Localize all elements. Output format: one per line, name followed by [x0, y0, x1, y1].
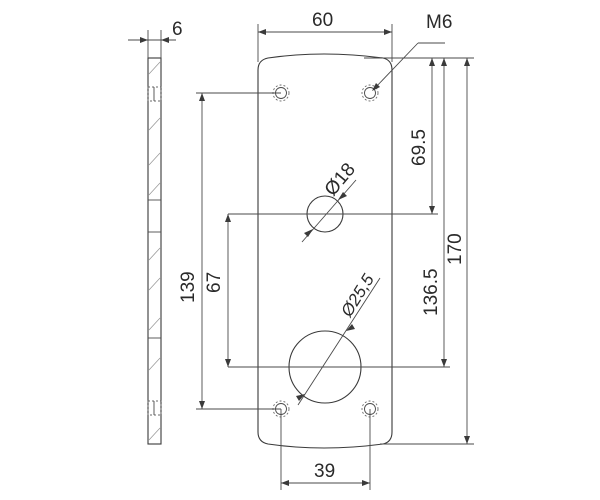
dim-139: 139 — [178, 92, 281, 410]
dim-170: 170 — [380, 57, 474, 445]
front-view — [257, 53, 393, 449]
dim-170-label: 170 — [445, 233, 466, 265]
dim-69-5: 69.5 — [228, 57, 442, 215]
dim-139-label: 139 — [178, 271, 199, 303]
threaded-hole-top-right — [361, 84, 379, 102]
width-label: 60 — [312, 10, 333, 31]
plate-outline — [257, 53, 393, 449]
thickness-label: 6 — [172, 19, 183, 40]
thread-callout: M6 — [372, 12, 452, 91]
dim-69-5-label: 69.5 — [409, 129, 430, 166]
thickness-dimension: 6 — [128, 19, 183, 58]
side-profile — [147, 57, 162, 445]
side-hatching — [148, 61, 161, 441]
side-thread-bottom — [147, 400, 162, 416]
dim-67-label: 67 — [204, 272, 225, 293]
thread-label: M6 — [426, 12, 452, 33]
dim-136-5-label: 136.5 — [421, 268, 442, 316]
dim-67: 67 — [204, 214, 231, 367]
width-dimension: 60 — [257, 10, 393, 62]
dim-39: 39 — [280, 409, 371, 490]
dim-136-5: 136.5 — [228, 58, 450, 368]
side-view: 6 — [128, 19, 183, 445]
side-thread-top — [147, 86, 162, 102]
dim-39-label: 39 — [314, 461, 335, 482]
